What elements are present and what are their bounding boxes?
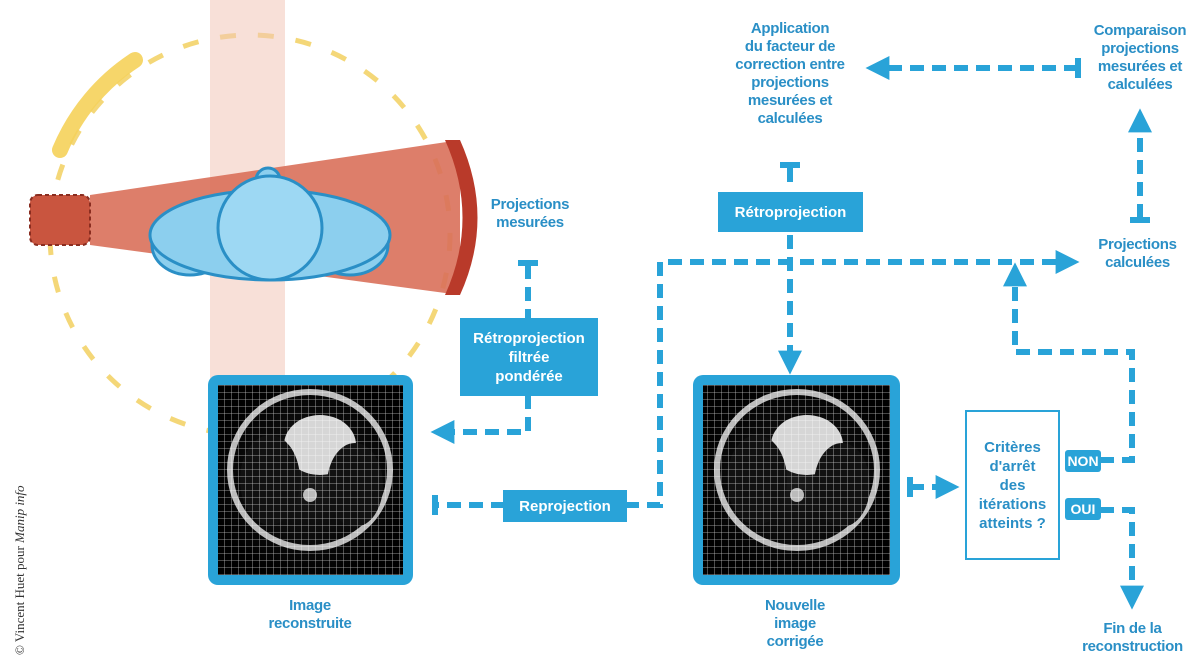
ct-image-nouvelle — [693, 375, 900, 585]
criteres-arret-box: Critères d'arrêt des itérations atteints… — [965, 410, 1060, 560]
box-reprojection: Reprojection — [503, 490, 627, 522]
credit-publication: Manip info — [12, 485, 27, 543]
photo-credit: © Vincent Huet pour Manip info — [12, 485, 28, 655]
label-projections-mesurees: Projections mesurées — [490, 196, 570, 231]
flow-arrows — [430, 56, 1152, 610]
ct-image-reconstruite — [208, 375, 413, 585]
label-nouvelle-image: Nouvelle image corrigée — [764, 597, 826, 650]
patient-body — [148, 166, 392, 282]
end-caps — [432, 58, 1150, 515]
label-comparaison: Comparaison projections mesurées et calc… — [1093, 22, 1187, 93]
box-retroprojection: Rétroprojection — [718, 192, 863, 232]
tag-oui: OUI — [1065, 498, 1101, 520]
label-projections-calculees: Projections calculées — [1098, 236, 1177, 271]
box-retroprojection-filtree: Rétroprojection filtrée pondérée — [460, 318, 598, 396]
label-fin-reconstruction: Fin de la reconstruction — [1082, 620, 1183, 655]
label-application-facteur: Application du facteur de correction ent… — [735, 20, 845, 127]
label-image-reconstruite: Image reconstruite — [268, 597, 352, 632]
tag-non: NON — [1065, 450, 1101, 472]
credit-text: © Vincent Huet pour — [12, 542, 27, 655]
